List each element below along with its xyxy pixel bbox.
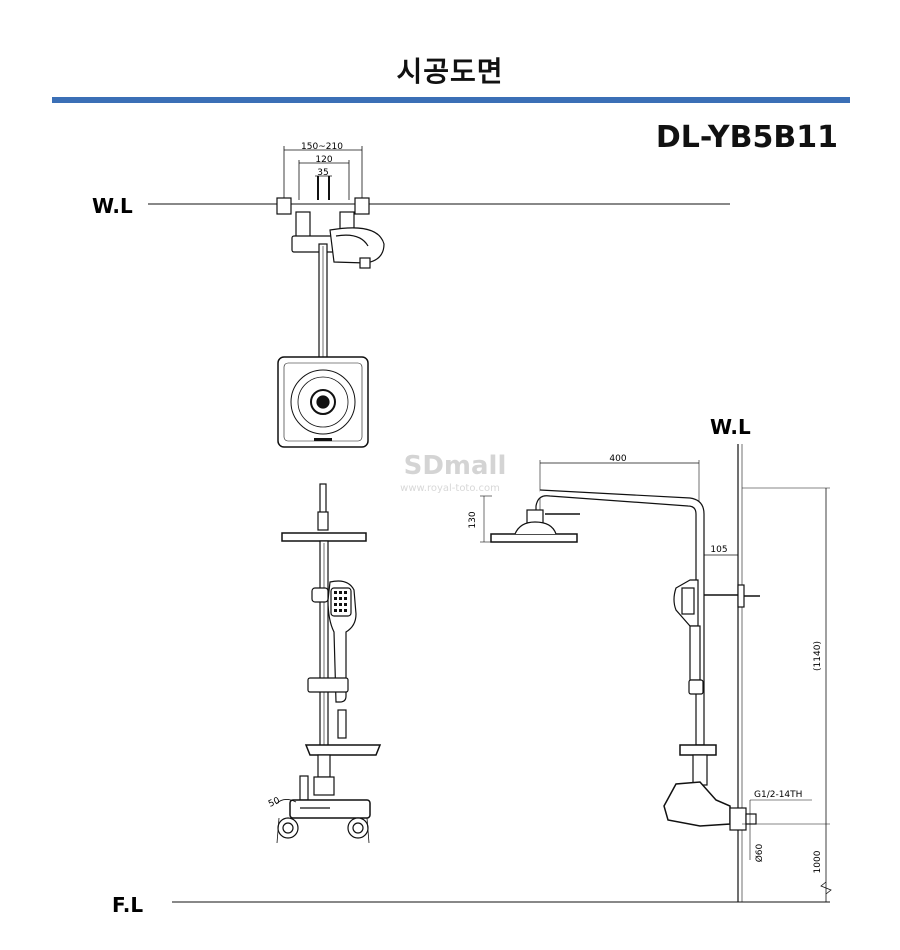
dim-top-inner: 35 [317, 168, 328, 178]
dim-head-drop: 130 [468, 511, 478, 528]
dim-total-height: (1140) [813, 641, 823, 671]
dim-top-span: 150~210 [301, 142, 343, 152]
page-title: 시공도면 [396, 55, 504, 88]
floor-line-label: F.L [112, 893, 143, 917]
wall-line-label-right: W.L [710, 415, 751, 439]
wall-line-label-left: W.L [92, 194, 133, 218]
dim-top-center: 120 [315, 155, 332, 165]
title-divider [52, 97, 850, 103]
dim-mixer-height: 1000 [813, 850, 823, 873]
dim-spout: 50 [267, 796, 282, 810]
front-view [275, 483, 382, 844]
dim-flange: Ø60 [754, 843, 765, 862]
model-number: DL-YB5B11 [655, 120, 838, 155]
top-view [148, 146, 730, 448]
dim-thread: G1/2-14TH [754, 790, 802, 800]
watermark-brand: SDmall [404, 451, 507, 481]
dim-wall-offset: 105 [710, 545, 727, 555]
dim-arm-length: 400 [609, 454, 626, 464]
side-view [172, 444, 832, 903]
watermark-url: www.royal-toto.com [400, 483, 500, 494]
